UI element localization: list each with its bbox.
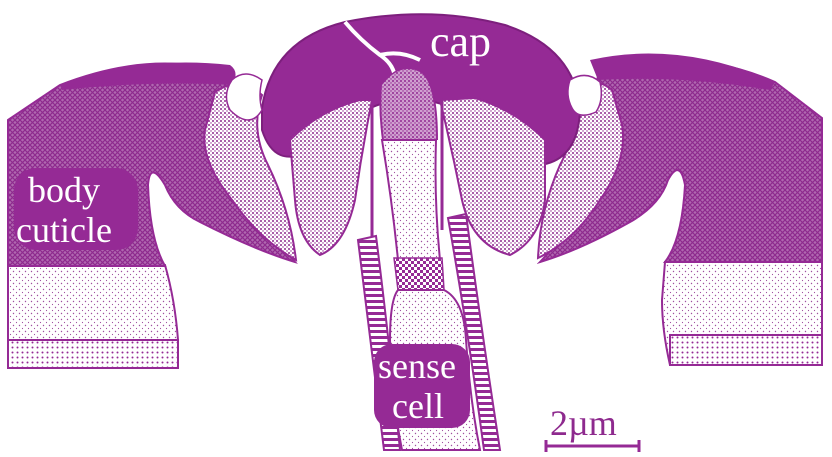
- dendrite-shaft: [382, 140, 440, 260]
- left-lower-band: [8, 340, 178, 368]
- sense-cell-label-line1: sense: [378, 348, 456, 384]
- scale-bar-label: 2µm: [550, 405, 617, 441]
- ciliary-base: [394, 258, 444, 290]
- cap-label: cap: [430, 20, 491, 64]
- right-lower-band: [670, 335, 822, 365]
- body-cuticle-label-line1: body: [28, 172, 100, 208]
- right-cavity: [568, 75, 601, 115]
- sense-cell-label-line2: cell: [392, 388, 444, 424]
- body-cuticle-label-line2: cuticle: [16, 212, 112, 248]
